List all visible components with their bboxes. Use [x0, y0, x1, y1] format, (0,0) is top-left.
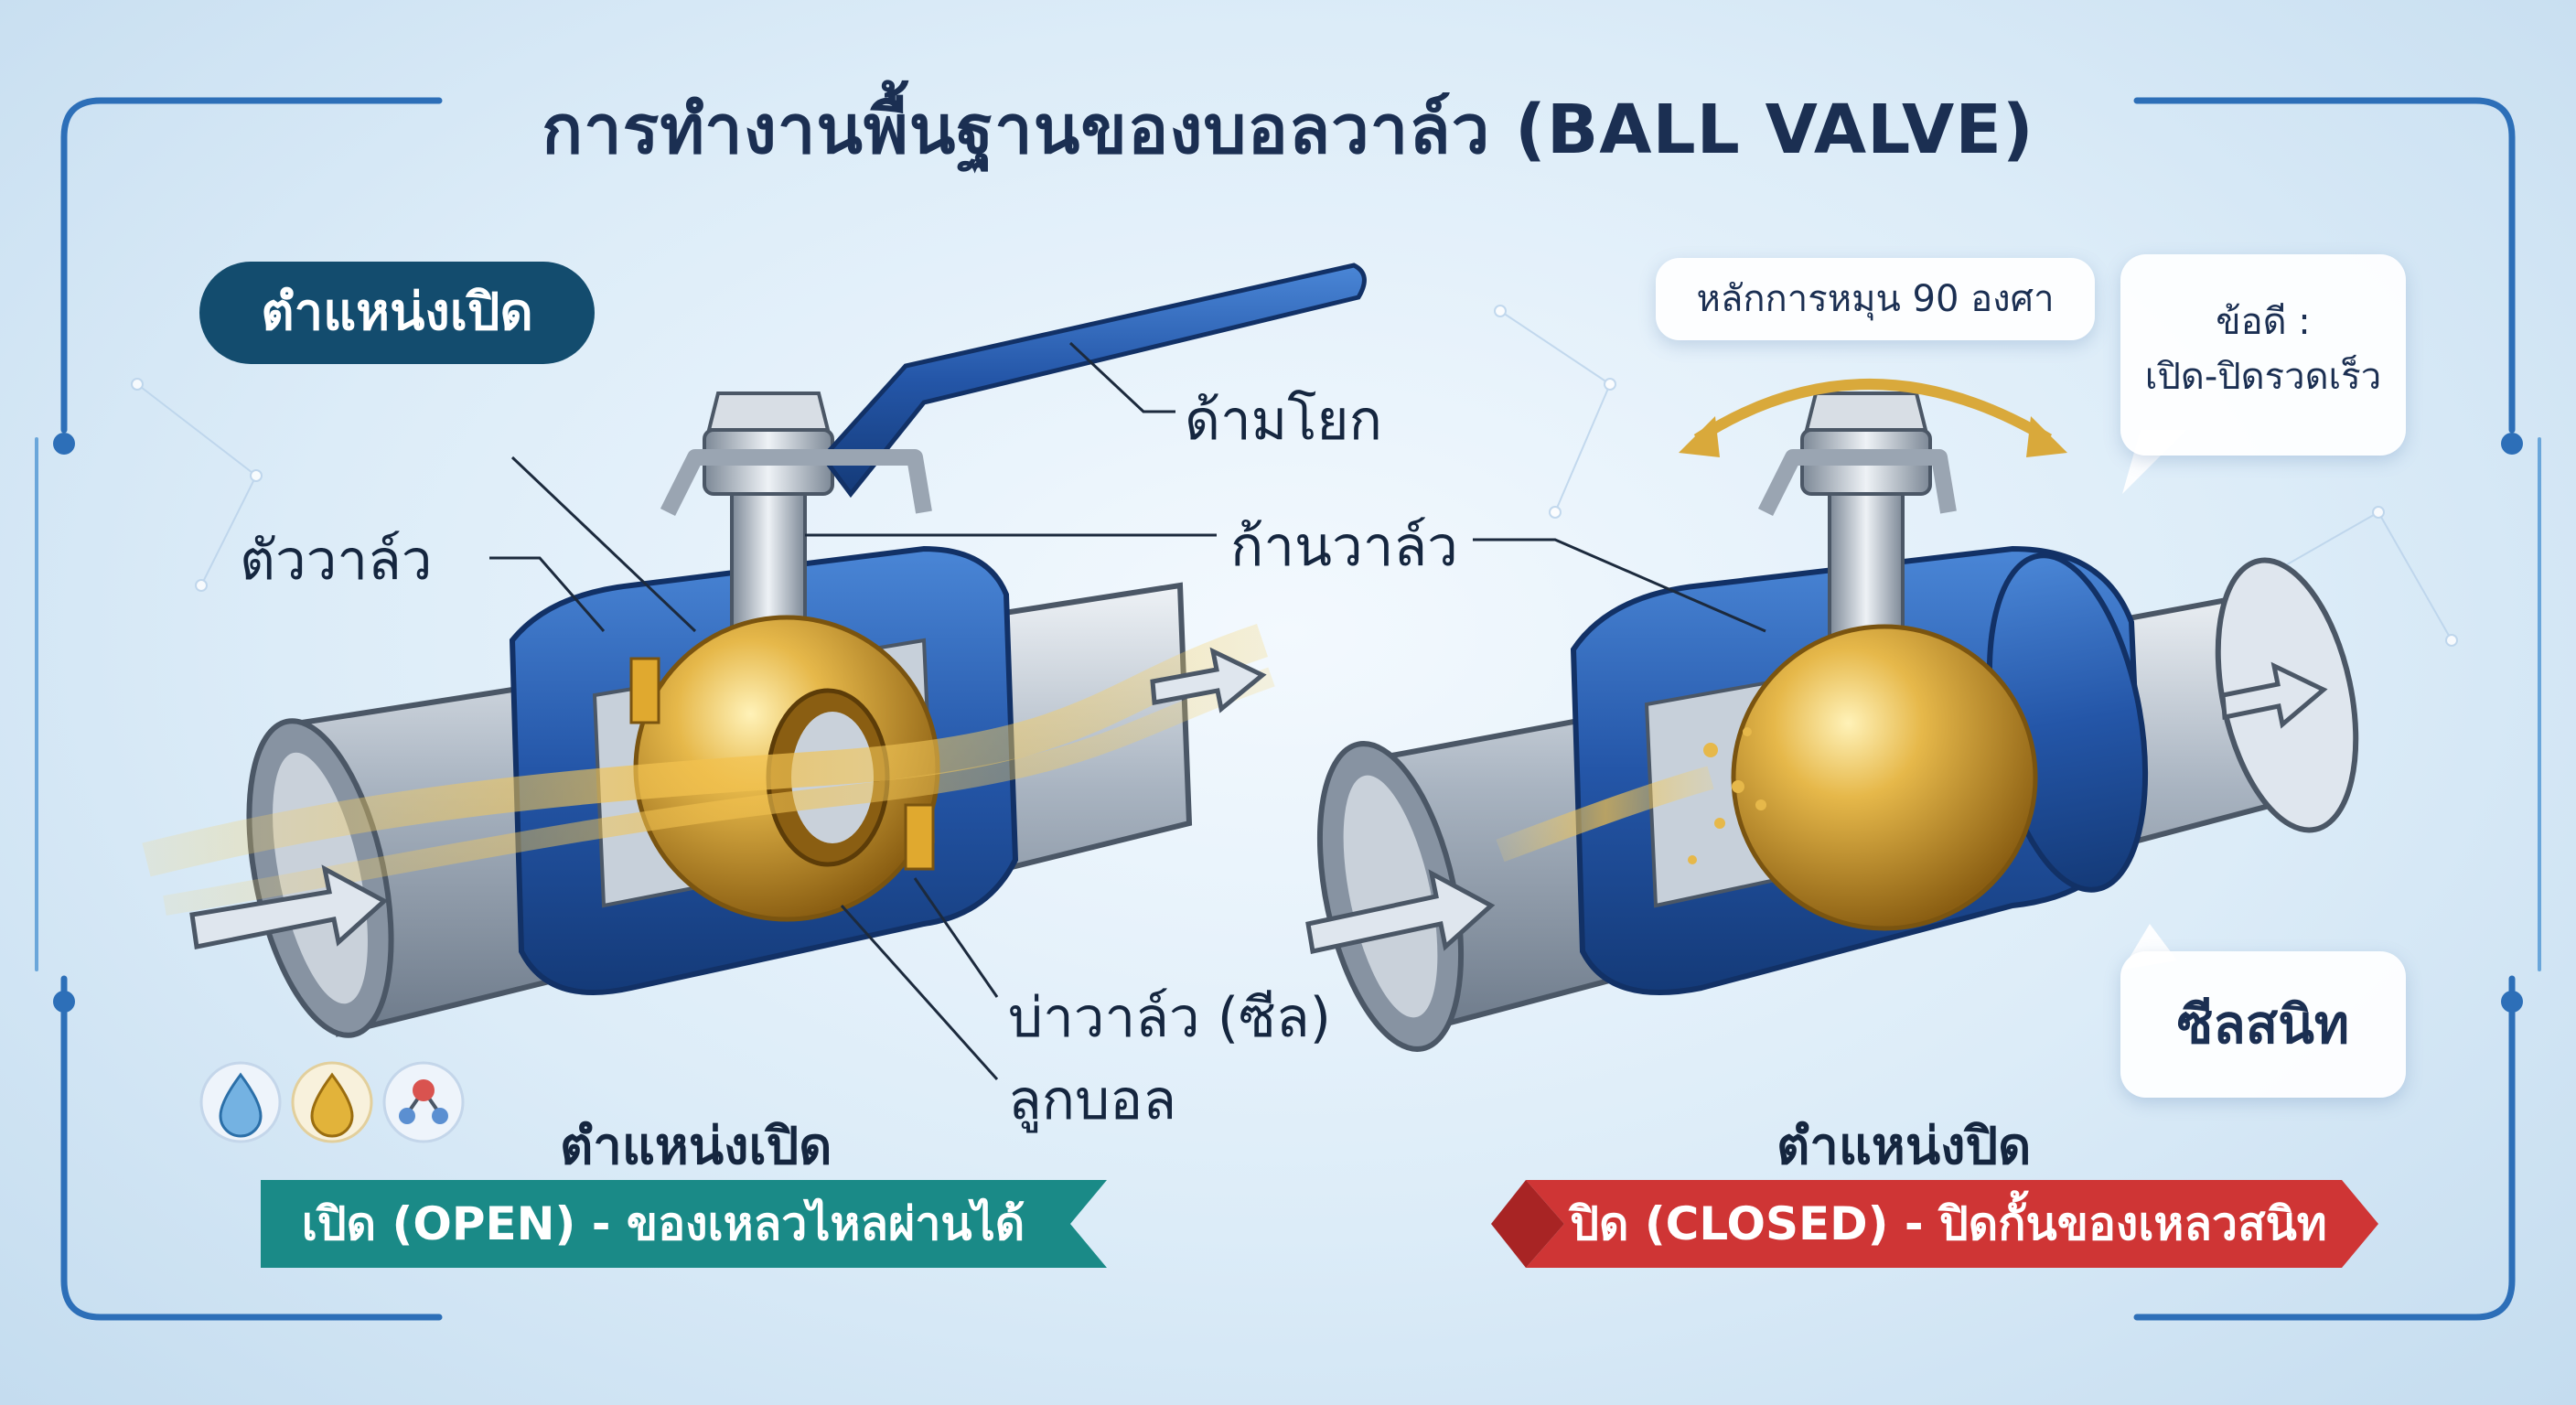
advantage-callout: ข้อดี : เปิด-ปิดรวดเร็ว	[2120, 254, 2406, 456]
advantage-title: ข้อดี :	[2216, 301, 2311, 343]
open-position-badge: ตำแหน่งเปิด	[199, 262, 595, 364]
handle-label: ด้ามโยก	[1185, 389, 1382, 453]
open-banner: เปิด (OPEN) - ของเหลวไหลผ่านได้	[301, 1197, 1025, 1250]
open-valve-illustration	[142, 263, 1367, 1081]
seat-label: บ่าวาล์ว (ซีล)	[1008, 986, 1331, 1050]
ball-label: ลูกบอล	[1008, 1068, 1176, 1132]
closed-flow-in-arrow	[1305, 869, 1496, 954]
stem-label: ก้านวาล์ว	[1230, 515, 1458, 579]
closed-banner-shape	[1491, 1180, 2378, 1268]
seal-callout: ซีลสนิท	[2120, 951, 2406, 1098]
molecule-icon	[382, 1061, 465, 1143]
rotation-note: หลักการหมุน 90 องศา	[1696, 278, 2055, 320]
advantage-text: เปิด-ปิดรวดเร็ว	[2144, 356, 2382, 398]
open-flow-out-arrow	[1150, 647, 1267, 713]
rotation-arrow	[1693, 379, 2053, 445]
closed-banner: ปิด (CLOSED) - ปิดกั้นของเหลวสนิท	[1570, 1197, 2327, 1250]
closed-valve-illustration	[1305, 379, 2359, 1052]
open-flow-in-arrow	[189, 864, 389, 949]
frame-border	[35, 97, 2541, 1321]
closed-flow-out-arrow	[2220, 661, 2328, 729]
frame-dots	[53, 433, 2523, 1013]
water-drop-icon	[199, 1061, 282, 1143]
page-title: การทำงานพื้นฐานของบอลวาล์ว (BALL VALVE)	[542, 91, 2034, 169]
rotation-callout: หลักการหมุน 90 องศา	[1656, 258, 2095, 340]
body-label: ตัววาล์ว	[240, 529, 433, 593]
open-banner-shape	[261, 1180, 1107, 1268]
oil-drop-icon	[291, 1061, 373, 1143]
closed-ball	[1731, 624, 2038, 931]
closed-caption: ตำแหน่งปิด	[1776, 1117, 2032, 1176]
open-caption: ตำแหน่งเปิด	[560, 1117, 832, 1176]
seal-note: ซีลสนิท	[2176, 993, 2350, 1056]
